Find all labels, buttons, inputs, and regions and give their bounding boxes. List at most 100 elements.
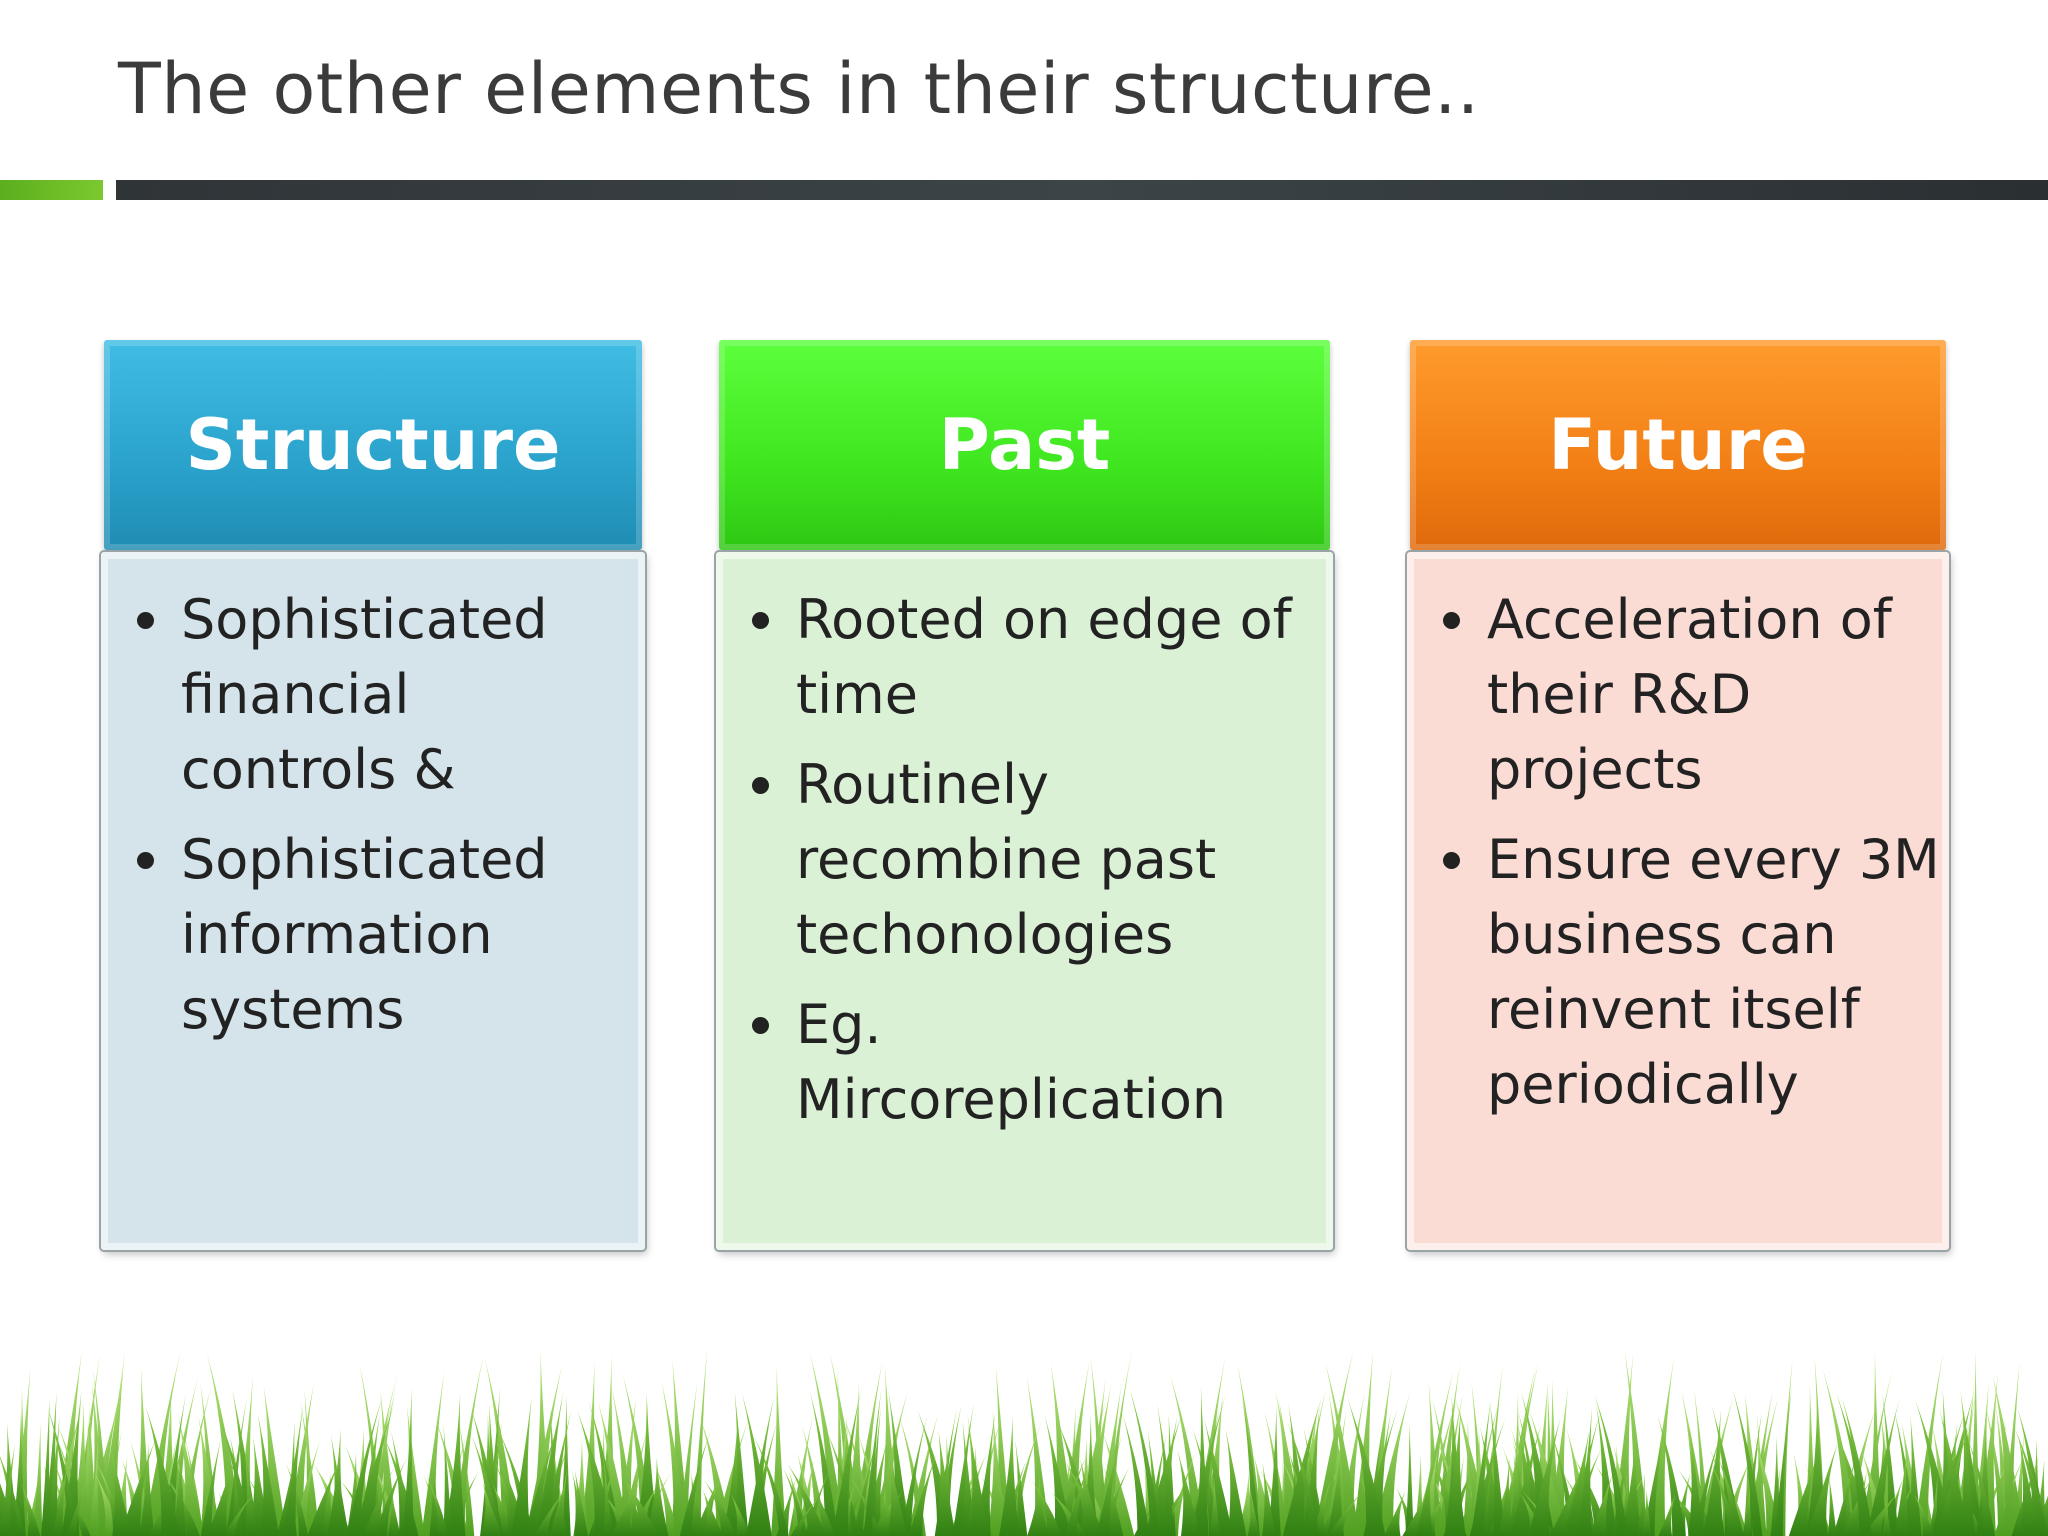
grass-decoration	[0, 1348, 2048, 1536]
grass-blade	[1096, 1382, 1122, 1536]
grass-blade	[379, 1388, 398, 1536]
grass-blade	[421, 1370, 445, 1536]
grass-blade	[552, 1468, 568, 1536]
grass-blade	[952, 1403, 974, 1536]
grass-blade	[533, 1487, 568, 1536]
grass-blade	[2014, 1427, 2048, 1536]
grass-blade	[362, 1467, 394, 1536]
grass-blade	[1489, 1400, 1505, 1536]
grass-blade	[525, 1362, 563, 1536]
grass-blade	[471, 1435, 502, 1536]
grass-blade	[967, 1424, 990, 1536]
grass-blade	[943, 1434, 952, 1536]
grass-blade	[1621, 1435, 1642, 1536]
grass-blade	[61, 1388, 82, 1536]
grass-blade	[796, 1459, 814, 1536]
grass-blade	[1641, 1490, 1652, 1536]
grass-blade	[1742, 1486, 1752, 1536]
bullet-item: Sophisticated financial controls &	[133, 582, 633, 807]
grass-blade	[511, 1397, 532, 1536]
grass-blade	[1079, 1459, 1101, 1536]
grass-blade	[809, 1352, 845, 1536]
grass-blade	[426, 1474, 449, 1536]
bullet-item: Sophisticated information systems	[133, 822, 633, 1047]
grass-blade	[444, 1392, 466, 1536]
grass-blade	[1688, 1426, 1705, 1536]
grass-blade	[41, 1396, 50, 1536]
grass-blade	[1477, 1445, 1494, 1536]
grass-blade	[143, 1350, 181, 1536]
grass-blade	[809, 1391, 838, 1536]
grass-blade	[1444, 1407, 1465, 1536]
grass-blade	[538, 1389, 564, 1536]
grass-blade	[21, 1483, 41, 1536]
grass-blade	[1589, 1473, 1613, 1536]
grass-blade	[373, 1456, 408, 1536]
column-body: Sophisticated financial controls & Sophi…	[101, 552, 645, 1250]
grass-blade	[731, 1494, 751, 1536]
grass-blade	[1882, 1392, 1899, 1536]
grass-blade	[1976, 1371, 1999, 1536]
grass-blade	[1402, 1489, 1431, 1536]
grass-blade	[1594, 1394, 1628, 1536]
grass-blade	[888, 1390, 910, 1536]
grass-blade	[300, 1401, 320, 1536]
grass-blade	[1147, 1430, 1162, 1536]
bullet-list: Acceleration of their R&D projects Ensur…	[1439, 582, 1944, 1137]
grass-blade	[1169, 1374, 1206, 1536]
grass-blade	[935, 1431, 956, 1536]
grass-blade	[32, 1421, 43, 1536]
grass-blade	[1967, 1439, 1995, 1536]
column-body: Rooted on edge of time Routinely recombi…	[716, 552, 1333, 1250]
grass-blade	[1031, 1480, 1062, 1536]
grass-blade	[734, 1391, 749, 1536]
grass-blade	[1242, 1396, 1260, 1536]
grass-blade	[145, 1406, 180, 1536]
bullet-item: Routinely recombine past techonologies	[748, 747, 1318, 972]
grass-blade	[603, 1455, 613, 1536]
grass-blade	[626, 1481, 645, 1536]
grass-blade	[849, 1476, 881, 1536]
grass-blade	[610, 1481, 640, 1536]
column-heading: Structure	[104, 340, 642, 550]
grass-blade	[51, 1464, 68, 1536]
grass-blade	[1026, 1376, 1050, 1536]
grass-blade	[1882, 1492, 1892, 1536]
grass-blade	[1225, 1429, 1247, 1536]
grass-blade	[1563, 1439, 1589, 1536]
grass-blade	[1434, 1362, 1461, 1536]
grass-blade	[1658, 1494, 1676, 1536]
grass-blade	[1595, 1403, 1618, 1536]
grass-blade	[1577, 1407, 1593, 1536]
column-body: Acceleration of their R&D projects Ensur…	[1407, 552, 1949, 1250]
grass-blade	[56, 1489, 91, 1536]
grass-blade	[11, 1367, 31, 1536]
grass-blade	[1044, 1414, 1072, 1536]
grass-blade	[443, 1424, 452, 1536]
grass-blade	[678, 1379, 698, 1536]
grass-blade	[45, 1416, 60, 1536]
grass-blade	[198, 1416, 222, 1536]
grass-blade	[1327, 1491, 1363, 1536]
grass-blade	[47, 1406, 78, 1536]
grass-blade	[1546, 1384, 1569, 1536]
grass-blade	[1657, 1415, 1686, 1536]
slide-title: The other elements in their structure..	[118, 48, 1480, 130]
grass-blade	[1347, 1398, 1386, 1536]
grass-blade	[1059, 1360, 1090, 1536]
grass-blade	[746, 1396, 775, 1536]
grass-blade	[1151, 1416, 1178, 1536]
grass-blade	[353, 1403, 395, 1536]
grass-blade	[387, 1487, 401, 1536]
grass-blade	[1287, 1422, 1319, 1536]
grass-blade	[216, 1410, 251, 1536]
column-heading: Future	[1410, 340, 1946, 550]
grass-blade	[1027, 1475, 1049, 1536]
grass-blade	[106, 1350, 125, 1536]
grass-blade	[1015, 1440, 1028, 1536]
grass-blade	[286, 1463, 309, 1536]
grass-blade	[110, 1445, 132, 1536]
grass-blade	[1325, 1362, 1359, 1536]
grass-blade	[88, 1441, 100, 1536]
